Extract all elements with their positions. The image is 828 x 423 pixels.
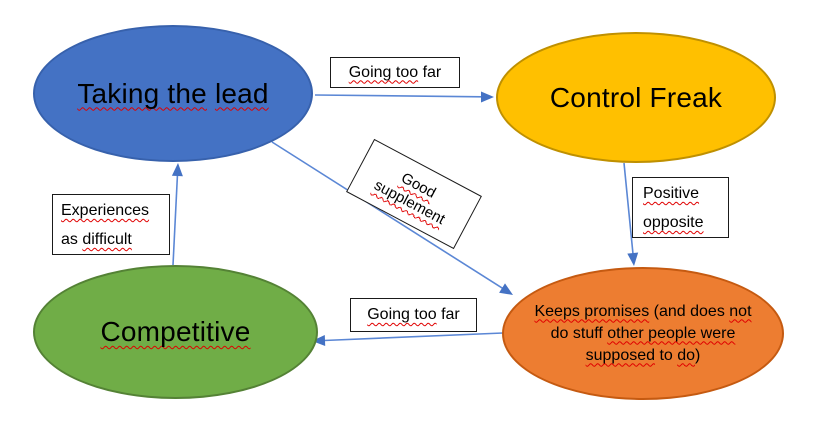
edge-label-text: Going too far <box>367 306 460 323</box>
arrowhead-icon <box>481 91 494 103</box>
arrowhead-icon <box>171 163 183 177</box>
edge-label-line-2: as difficult <box>61 231 132 248</box>
edge-label-line-2: opposite <box>643 214 704 231</box>
keeps-promises-line-1: Keeps promises (and does not <box>534 302 752 320</box>
connector-line <box>172 175 179 266</box>
arrow-control-freak-to-keeps-promises[interactable] <box>623 162 639 266</box>
node-label-keeps-promises: Keeps promises (and does not do stuff ot… <box>518 301 768 367</box>
edge-label-line-1: Experiences <box>61 202 150 219</box>
arrow-taking-lead-to-control-freak[interactable] <box>314 91 494 103</box>
connector-line <box>323 332 504 342</box>
edge-label-going-too-far-top[interactable]: Going too far <box>330 57 460 88</box>
keeps-promises-line-3: supposed to do) <box>585 346 701 364</box>
edge-label-positive-opposite[interactable]: Positive opposite <box>632 177 729 238</box>
node-control-freak[interactable]: Control Freak <box>496 32 776 163</box>
node-keeps-promises[interactable]: Keeps promises (and does not do stuff ot… <box>502 267 784 400</box>
arrowhead-icon <box>312 335 326 346</box>
edge-label-experiences-as-difficult[interactable]: Experiences as difficult <box>52 194 170 255</box>
node-label-control-freak: Control Freak <box>549 81 723 113</box>
keeps-promises-line-2: do stuff other people were <box>550 324 736 342</box>
node-label-competitive: Competitive <box>100 316 251 347</box>
connector-line <box>271 141 504 290</box>
arrow-keeps-promises-to-competitive[interactable] <box>312 332 504 346</box>
arrowhead-icon <box>499 283 513 295</box>
edge-label-going-too-far-bottom[interactable]: Going too far <box>350 298 477 332</box>
node-taking-the-lead[interactable]: Taking the lead <box>33 25 313 162</box>
edge-label-line-1: Positive <box>643 185 700 202</box>
edge-label-text: Going too far <box>348 63 442 81</box>
connector-line <box>314 94 483 98</box>
connector-line <box>623 162 634 255</box>
arrow-taking-lead-to-keeps-promises[interactable] <box>271 141 513 295</box>
node-label-taking-the-lead: Taking the lead <box>77 77 269 109</box>
arrow-competitive-to-taking-lead[interactable] <box>171 163 183 266</box>
arrowhead-icon <box>627 252 639 266</box>
node-competitive[interactable]: Competitive <box>33 265 318 399</box>
